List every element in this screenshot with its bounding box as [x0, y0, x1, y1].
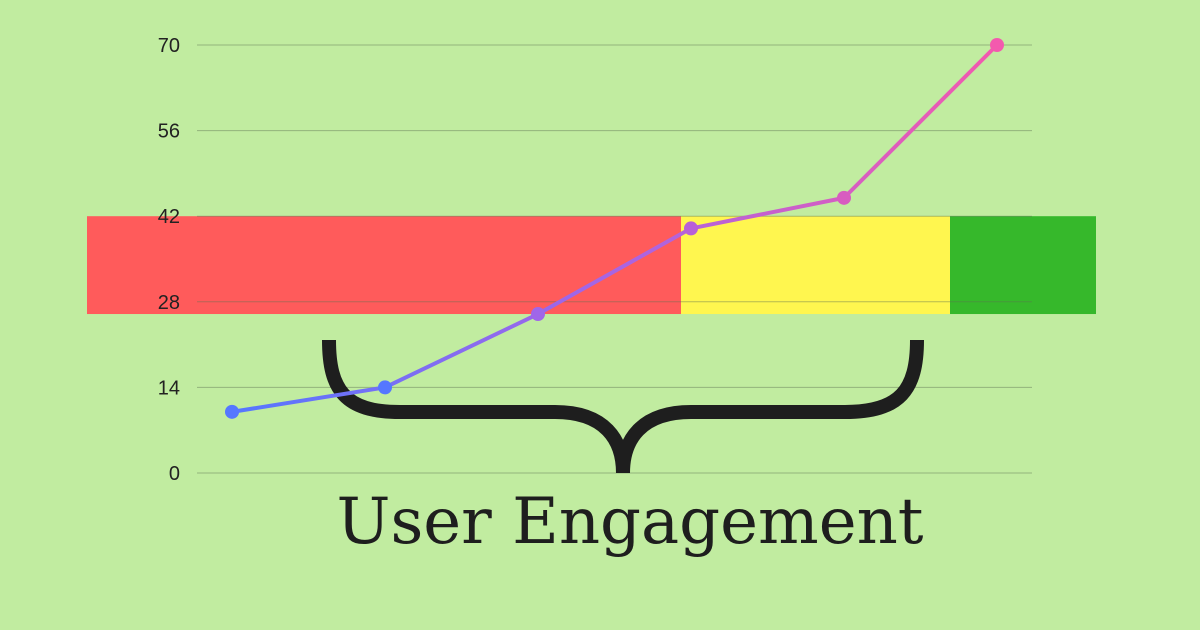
data-point	[837, 190, 851, 205]
curly-brace	[322, 339, 924, 474]
data-point	[225, 404, 239, 419]
y-tick-label: 42	[158, 206, 180, 228]
y-tick-label: 56	[158, 121, 180, 143]
band-2	[950, 216, 1096, 315]
band-1	[681, 216, 950, 315]
data-point	[684, 221, 698, 236]
y-tick-label: 0	[169, 463, 180, 485]
y-tick-label: 70	[158, 35, 180, 57]
data-point	[990, 38, 1004, 52]
data-point	[531, 307, 545, 322]
band-0	[87, 216, 681, 315]
series-line	[231, 43, 999, 414]
y-tick-label: 14	[158, 377, 180, 399]
data-point	[378, 380, 392, 395]
y-tick-label: 28	[158, 292, 180, 314]
chart-title: User Engagement	[337, 485, 924, 559]
